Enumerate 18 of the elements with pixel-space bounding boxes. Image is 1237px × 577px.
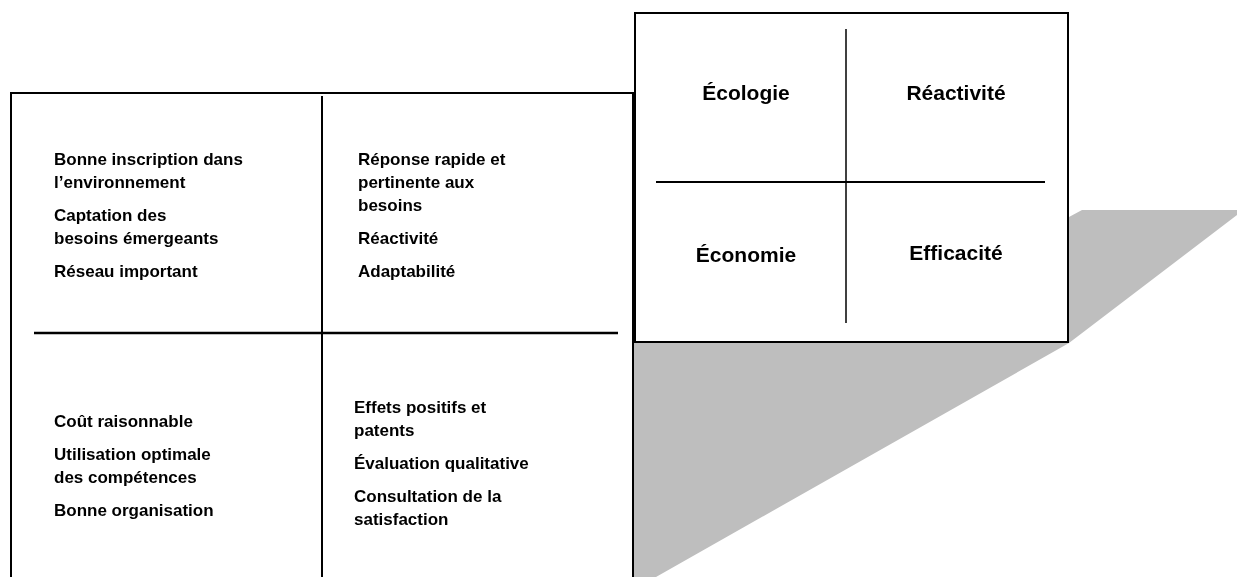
criterion-text: Réponse rapide et pertinente aux besoins: [358, 149, 507, 217]
criterion-text: Réactivité: [358, 228, 440, 250]
quadrant-label: Réactivité: [905, 80, 1007, 106]
criterion-text: Bonne inscription dans l’environnement: [54, 149, 244, 194]
criterion-text: Utilisation optimale des compétences: [54, 444, 212, 489]
criterion-text: Captation des besoins émergeants: [54, 205, 220, 250]
quadrant-label: Écologie: [701, 80, 791, 106]
criterion-text: Bonne organisation: [54, 500, 215, 522]
criterion-text: Coût raisonnable: [54, 411, 194, 433]
criterion-text: Consultation de la satisfaction: [354, 486, 503, 531]
criterion-text: Réseau important: [54, 261, 199, 283]
criterion-text: Effets positifs et patents: [354, 397, 488, 442]
quadrant-box: [634, 12, 1069, 343]
open-panel: [10, 92, 634, 577]
criterion-text: Adaptabilité: [358, 261, 457, 283]
criterion-text: Évaluation qualitative: [354, 453, 530, 475]
quadrant-label: Économie: [694, 242, 798, 268]
quadrant-label: Efficacité: [908, 240, 1004, 266]
